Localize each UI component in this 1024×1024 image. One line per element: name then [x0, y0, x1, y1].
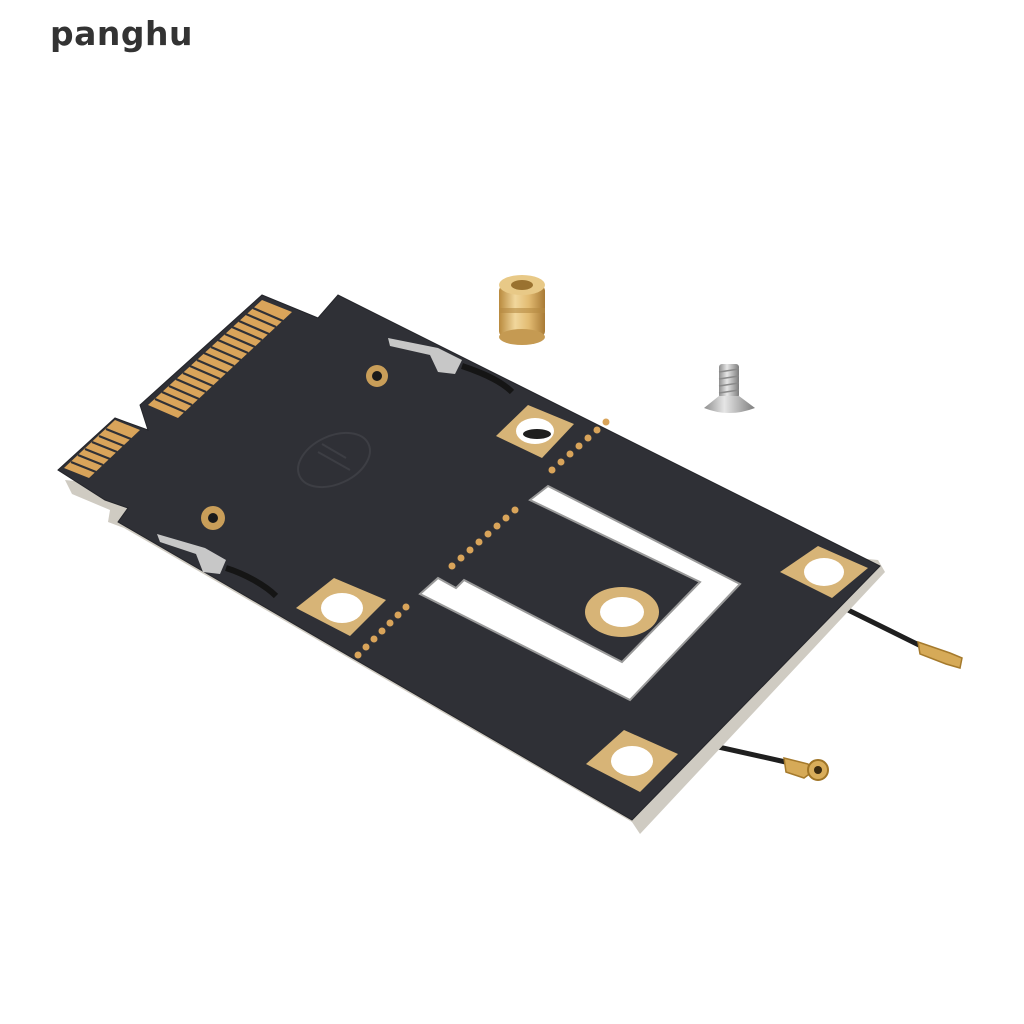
center-mount-ring	[585, 587, 659, 637]
square-mount-pad-4	[586, 730, 678, 792]
square-mount-pad-3	[780, 546, 868, 598]
via-dot-row-middle	[448, 506, 519, 570]
watermark-label: panghu	[50, 14, 193, 53]
antenna-solder-tab-bottom	[157, 534, 279, 599]
brass-standoff-nut	[499, 275, 545, 345]
square-mount-pad-2	[296, 578, 386, 636]
small-mount-hole-bottom	[201, 506, 225, 530]
antenna-solder-tab-top	[388, 338, 515, 395]
small-mount-hole-top	[366, 365, 388, 387]
via-dot-row-upper	[548, 418, 610, 474]
via-dot-row-lower	[354, 603, 410, 659]
square-mount-pad-1	[496, 405, 574, 458]
antenna-cable-lower	[702, 741, 829, 781]
board-cutout-slot	[418, 484, 742, 702]
certification-logo	[297, 431, 371, 489]
antenna-cable-upper	[837, 603, 963, 669]
countersunk-screw	[704, 364, 755, 413]
contact-separators	[70, 306, 284, 474]
pcb-board	[57, 294, 885, 834]
